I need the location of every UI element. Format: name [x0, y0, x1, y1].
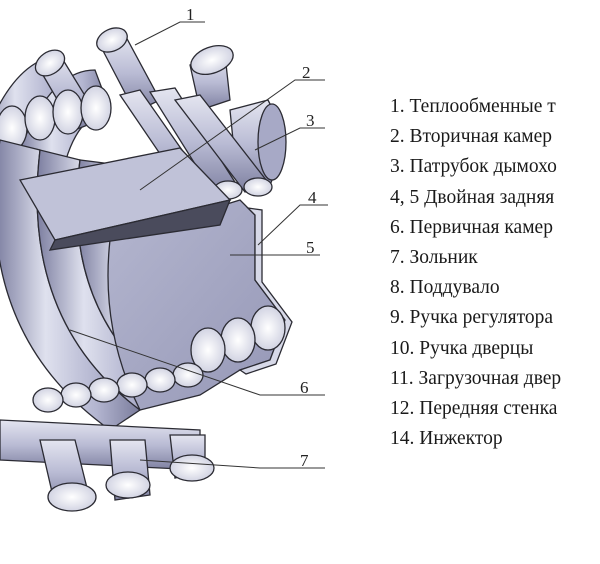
legend-item-12: 12. Передняя стенка	[390, 398, 558, 420]
stove-body	[0, 27, 293, 512]
legend-item-10: 10. Ручка дверцы	[390, 337, 534, 359]
leader-6	[69, 329, 325, 396]
leader-3	[254, 127, 325, 151]
callout-7: 7	[300, 451, 309, 470]
legend-item-7: 7. Зольник	[390, 247, 478, 269]
legend-item-2: 2. Вторичная камер	[390, 126, 553, 148]
callout-1: 1	[186, 5, 195, 24]
legend-item-4-5: 4, 5 Двойная задняя	[390, 186, 555, 208]
legend-item-8: 8. Поддувало	[390, 277, 500, 299]
legend-item-11: 11. Загрузочная двер	[390, 367, 562, 389]
leader-1	[134, 21, 205, 46]
legend-item-3: 3. Патрубок дымохо	[390, 156, 557, 178]
leader-lines	[69, 21, 328, 469]
callout-2: 2	[302, 63, 311, 82]
leader-2	[139, 79, 325, 191]
callout-3: 3	[306, 111, 315, 130]
callout-numbers: 1 2 3 4 5 6 7	[186, 5, 317, 470]
callout-5: 5	[306, 238, 315, 257]
parts-legend: 1. Теплообменные т 2. Вторичная камер 3.…	[390, 92, 600, 454]
legend-item-6: 6. Первичная камер	[390, 216, 553, 238]
legend-item-9: 9. Ручка регулятора	[390, 307, 554, 329]
legend-item-1: 1. Теплообменные т	[390, 96, 556, 117]
leader-7	[139, 459, 325, 469]
callout-6: 6	[300, 378, 309, 397]
leader-4	[257, 204, 328, 246]
callout-4: 4	[308, 188, 317, 207]
legend-item-14: 14. Инжектор	[390, 428, 503, 450]
